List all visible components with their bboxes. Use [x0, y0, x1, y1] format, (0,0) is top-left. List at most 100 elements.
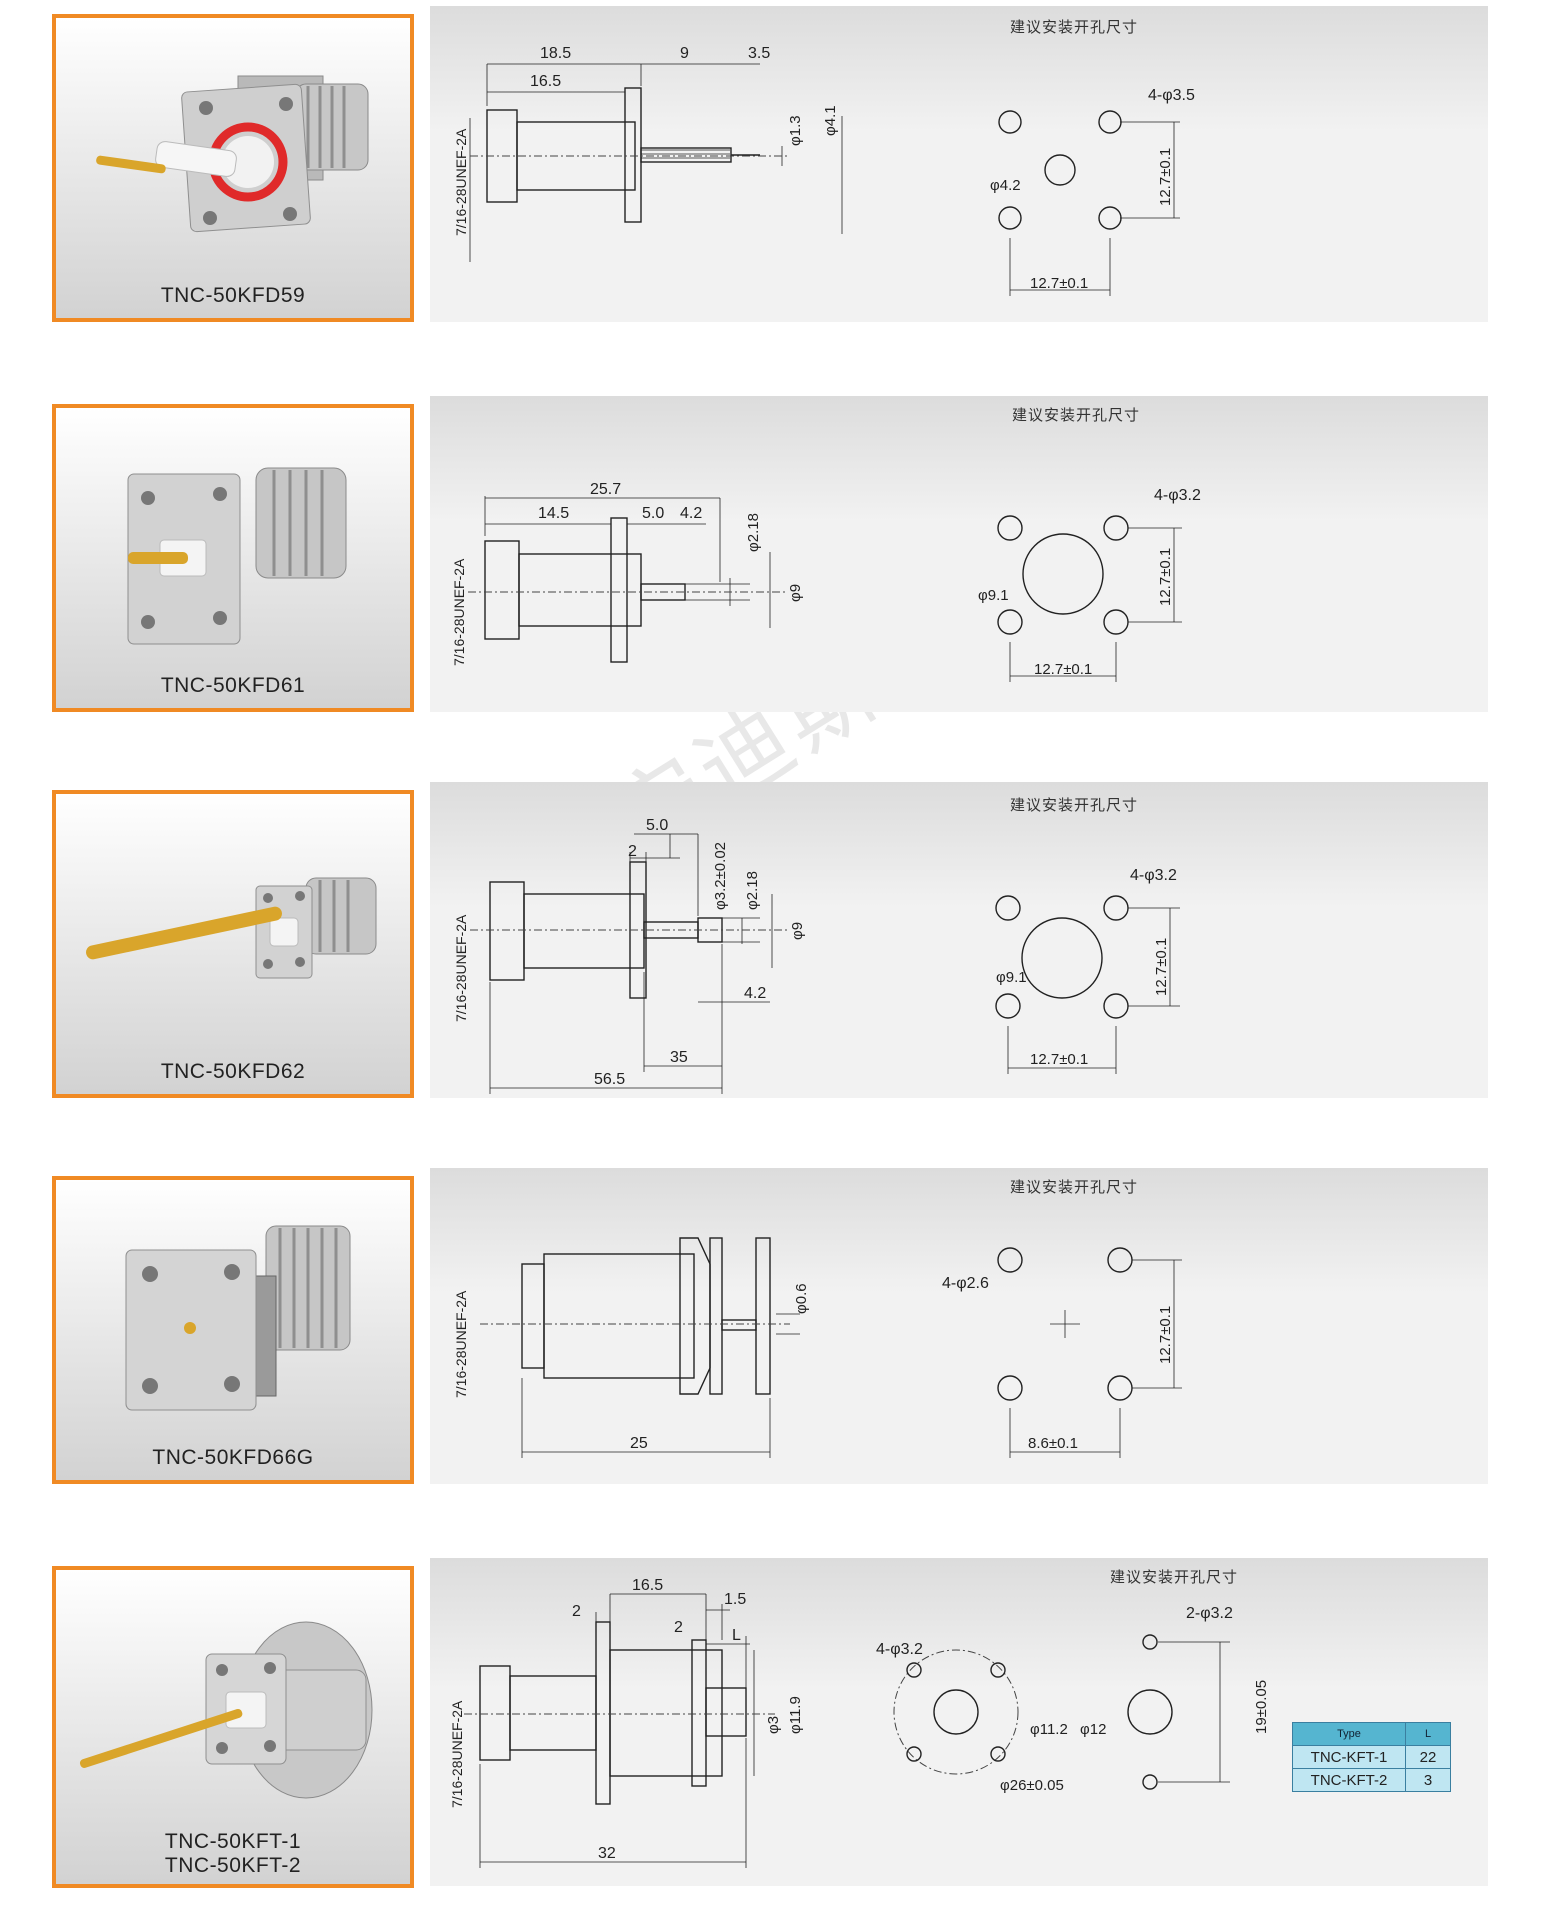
drawing-panel-4: 25 φ0.6 7/16-28UNEF-2A 8.6±0.1 12.7±0.1 … — [430, 1168, 1488, 1484]
drawing-panel-2: 25.7 14.5 5.0 4.2 φ2.18 φ9 7/16-28UNEF-2… — [430, 396, 1488, 712]
dim-label: φ4.1 — [822, 105, 839, 136]
dim-label: φ2.18 — [744, 871, 761, 910]
product-name-5-line1: TNC-50KFT-1 — [164, 1830, 302, 1853]
dim-label: φ4.2 — [990, 177, 1021, 194]
table-cell: TNC-KFT-1 — [1292, 1745, 1406, 1769]
product-row-2: TNC-50KFD61 25.7 14.5 5.0 4.2 — [0, 396, 1545, 724]
dim-label: L — [732, 1627, 741, 1644]
dim-label: 18.5 — [540, 45, 571, 62]
mounting-hole-caption-3: 建议安装开孔尺寸 — [1010, 796, 1139, 814]
dim-label: φ11.9 — [787, 1696, 804, 1734]
dim-label: 9 — [680, 45, 689, 62]
dim-label: 12.7±0.1 — [1157, 1306, 1174, 1364]
dim-label: 5.0 — [646, 817, 668, 834]
table-header-l: L — [1405, 1722, 1451, 1746]
dim-label: 32 — [598, 1845, 616, 1862]
dim-label: φ9 — [789, 922, 806, 940]
dim-label: φ9.1 — [978, 587, 1009, 604]
product-name-5-line2: TNC-50KFT-2 — [164, 1854, 302, 1877]
dim-label: 2 — [572, 1603, 581, 1620]
thread-label: 7/16-28UNEF-2A — [453, 914, 469, 1022]
drawing-panel-3: 2 5.0 φ3.2±0.02 φ2.18 φ9 4.2 35 56.5 7/1… — [430, 782, 1488, 1098]
dim-label: 4-φ3.2 — [876, 1641, 923, 1658]
dim-label: 5.0 — [642, 505, 664, 522]
thread-label: 7/16-28UNEF-2A — [449, 1700, 465, 1808]
product-photo-1[interactable]: TNC-50KFD59 — [52, 14, 414, 322]
dim-label: 16.5 — [530, 73, 561, 90]
dim-label: 8.6±0.1 — [1028, 1435, 1078, 1452]
mounting-hole-caption-2: 建议安装开孔尺寸 — [1012, 406, 1141, 424]
dim-label: φ11.2 — [1030, 1721, 1068, 1738]
connector-render-3 — [86, 877, 377, 979]
product-row-3: TNC-50KFD62 — [0, 782, 1545, 1110]
dim-label: 4-φ3.5 — [1148, 87, 1195, 104]
table-cell: 3 — [1405, 1768, 1451, 1792]
table-header-row: Type L — [1292, 1722, 1451, 1746]
thread-label: 7/16-28UNEF-2A — [453, 128, 469, 236]
product-name-3: TNC-50KFD62 — [160, 1060, 306, 1083]
table-header-type: Type — [1292, 1722, 1406, 1746]
dim-label: 2-φ3.2 — [1186, 1605, 1233, 1622]
dim-label: 12.7±0.1 — [1030, 275, 1088, 292]
table-row: TNC-KFT-2 3 — [1292, 1768, 1451, 1792]
dim-label: φ9.1 — [996, 969, 1027, 986]
dim-label: 4-φ3.2 — [1154, 487, 1201, 504]
mounting-hole-caption-5: 建议安装开孔尺寸 — [1110, 1568, 1239, 1586]
dim-label: 25.7 — [590, 481, 621, 498]
technical-drawing-3: 2 5.0 φ3.2±0.02 φ2.18 φ9 4.2 35 56.5 7/1… — [453, 817, 1180, 1094]
product-name-4: TNC-50KFD66G — [152, 1446, 314, 1469]
technical-drawing-5: 16.5 2 2 1.5 L φ3 φ11.9 32 7/16-28UNEF-2… — [449, 1577, 1270, 1868]
dim-label: 4-φ2.6 — [942, 1275, 989, 1292]
dim-label: φ3 — [765, 1716, 782, 1734]
drawing-panel-1: 18.5 16.5 9 3.5 φ1.3 φ4.1 7/16-28UNEF-2A… — [430, 6, 1488, 322]
technical-drawing-1: 18.5 16.5 9 3.5 φ1.3 φ4.1 7/16-28UNEF-2A… — [453, 45, 1195, 296]
type-length-table: Type L TNC-KFT-1 22 TNC-KFT-2 3 — [1292, 1722, 1451, 1792]
connector-render-2 — [127, 467, 347, 645]
dim-label: 19±0.05 — [1253, 1680, 1270, 1734]
thread-label: 7/16-28UNEF-2A — [453, 1290, 469, 1398]
dim-label: φ0.6 — [793, 1283, 810, 1314]
dim-label: 12.7±0.1 — [1153, 938, 1170, 996]
dim-label: 12.7±0.1 — [1157, 548, 1174, 606]
dim-label: 2 — [674, 1619, 683, 1636]
product-name-1: TNC-50KFD59 — [160, 284, 306, 307]
product-photo-4[interactable]: TNC-50KFD66G — [52, 1176, 414, 1484]
dim-label: φ2.18 — [745, 513, 762, 552]
connector-render-5 — [79, 1621, 373, 1799]
mounting-hole-caption-4: 建议安装开孔尺寸 — [1010, 1178, 1139, 1196]
dim-label: 4-φ3.2 — [1130, 867, 1177, 884]
dim-label: φ9 — [787, 584, 804, 602]
technical-drawing-4: 25 φ0.6 7/16-28UNEF-2A 8.6±0.1 12.7±0.1 … — [453, 1237, 1182, 1458]
table-row: TNC-KFT-1 22 — [1292, 1745, 1451, 1769]
product-photo-3[interactable]: TNC-50KFD62 — [52, 790, 414, 1098]
dim-label: 4.2 — [744, 985, 766, 1002]
dim-label: 2 — [628, 843, 637, 860]
connector-render-4 — [125, 1225, 351, 1411]
dim-label: 1.5 — [724, 1591, 746, 1608]
connector-render-1 — [96, 75, 369, 233]
product-row-1: TNC-50KFD59 18.5 16.5 9 — [0, 6, 1545, 334]
dim-label: 35 — [670, 1049, 688, 1066]
technical-drawing-2: 25.7 14.5 5.0 4.2 φ2.18 φ9 7/16-28UNEF-2… — [451, 481, 1201, 682]
dim-label: 4.2 — [680, 505, 702, 522]
mounting-hole-caption-1: 建议安装开孔尺寸 — [1010, 18, 1139, 36]
dim-label: φ1.3 — [787, 115, 804, 146]
dim-label: 12.7±0.1 — [1034, 661, 1092, 678]
product-photo-2[interactable]: TNC-50KFD61 — [52, 404, 414, 712]
product-name-5: TNC-50KFT-1 TNC-50KFT-2 — [56, 1830, 410, 1878]
thread-label: 7/16-28UNEF-2A — [451, 558, 467, 666]
dim-label: 25 — [630, 1435, 648, 1452]
dim-label: 3.5 — [748, 45, 770, 62]
table-cell: 22 — [1405, 1745, 1451, 1769]
dim-label: 16.5 — [632, 1577, 663, 1594]
product-photo-5[interactable]: TNC-50KFT-1 TNC-50KFT-2 — [52, 1566, 414, 1888]
dim-label: φ26±0.05 — [1000, 1777, 1064, 1794]
product-row-4: TNC-50KFD66G 25 φ0.6 7/16-28UNEF-2A — [0, 1168, 1545, 1496]
dim-label: φ3.2±0.02 — [712, 842, 729, 910]
dim-label: 12.7±0.1 — [1030, 1051, 1088, 1068]
dim-label: 56.5 — [594, 1071, 625, 1088]
dim-label: 12.7±0.1 — [1157, 148, 1174, 206]
dim-label: φ12 — [1080, 1721, 1106, 1738]
table-cell: TNC-KFT-2 — [1292, 1768, 1406, 1792]
product-name-2: TNC-50KFD61 — [160, 674, 306, 697]
